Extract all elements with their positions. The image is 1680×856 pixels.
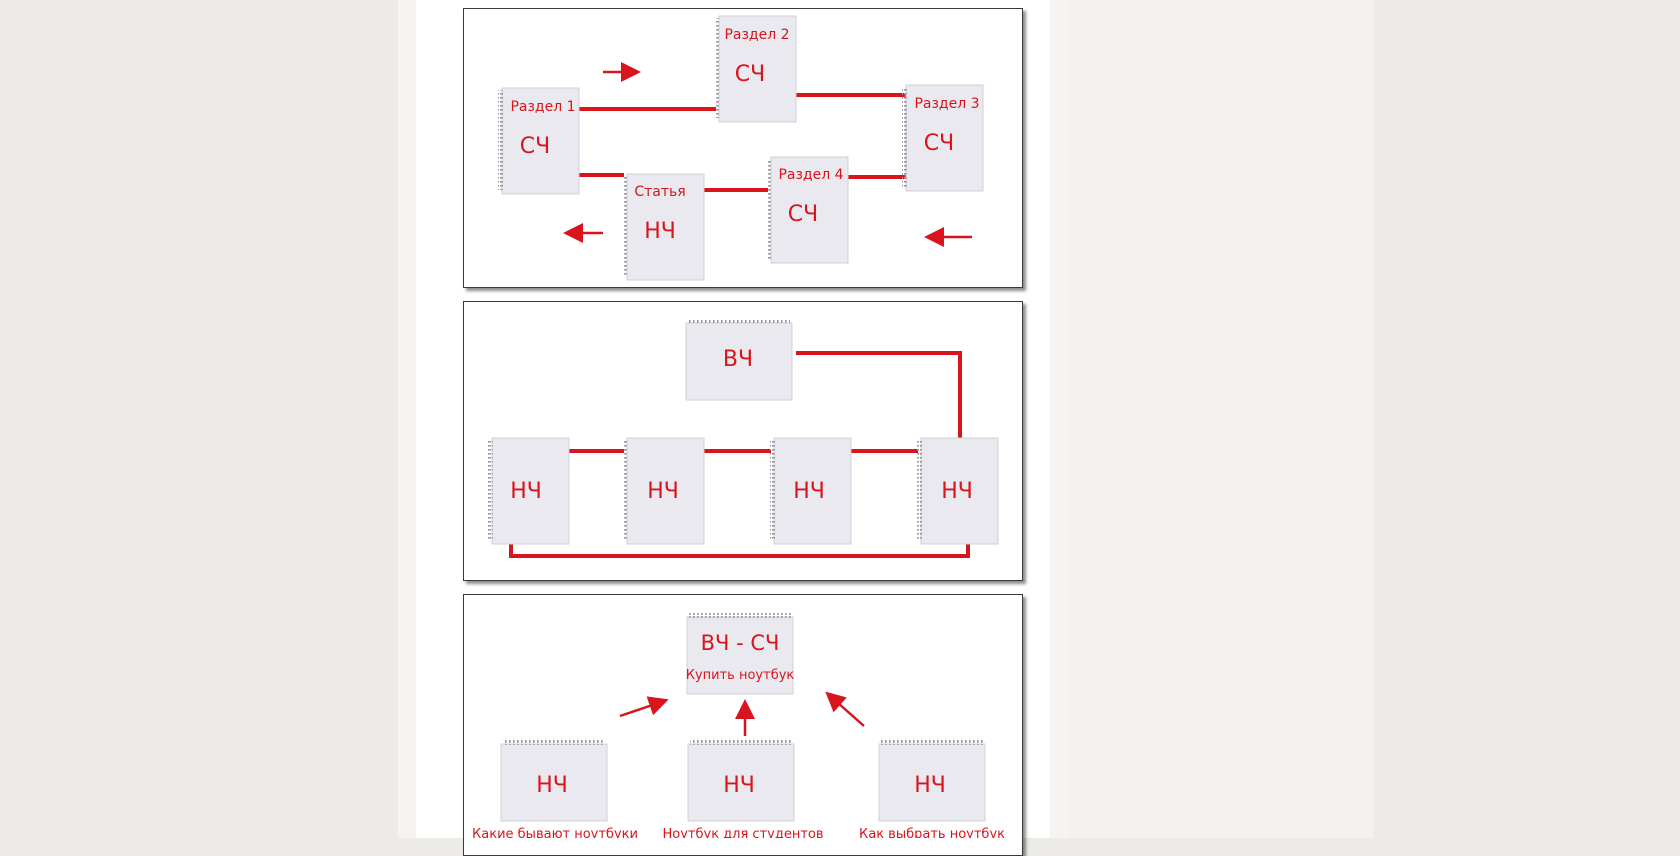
notebook-support-1-label: НЧ — [536, 773, 568, 798]
notebook-high-freq-label: ВЧ — [723, 347, 753, 372]
notebook-section-3: Раздел 3 СЧ — [902, 84, 984, 192]
notebook-section-3-label: СЧ — [924, 131, 954, 156]
notebook-support-3: НЧ Как выбрать ноутбук — [859, 740, 1005, 838]
notebook-section-4: Раздел 4 СЧ — [767, 156, 849, 264]
notebook-support-3-label: НЧ — [914, 773, 946, 798]
notebook-low-freq-3: НЧ — [770, 437, 852, 545]
notebook-article-title: Статья — [634, 184, 685, 200]
notebook-low-freq-4: НЧ — [917, 437, 999, 545]
diagram-1-arrows — [563, 62, 972, 247]
diagram-3-arrows — [619, 691, 865, 736]
notebook-section-2-title: Раздел 2 — [724, 27, 789, 43]
diagram-2-links — [509, 351, 970, 558]
notebook-article-label: НЧ — [644, 219, 676, 244]
notebook-support-3-caption: Как выбрать ноутбук — [859, 827, 1005, 838]
notebook-high-freq: ВЧ — [685, 319, 793, 401]
right-sidebar-column — [1068, 0, 1374, 838]
notebook-support-1-caption: Какие бывают ноутбуки — [472, 827, 638, 838]
notebook-support-2-caption: Ноутбук для студентов — [662, 827, 823, 838]
notebook-low-freq-4-label: НЧ — [941, 479, 973, 504]
notebook-section-1-label: СЧ — [520, 134, 550, 159]
notebook-target: ВЧ - СЧ Купить ноутбук — [686, 613, 795, 695]
notebook-low-freq-1-label: НЧ — [510, 479, 542, 504]
notebook-low-freq-3-label: НЧ — [793, 479, 825, 504]
notebook-low-freq-1: НЧ — [488, 437, 570, 545]
notebook-article: Статья НЧ — [623, 173, 705, 281]
notebook-target-caption: Купить ноутбук — [686, 668, 795, 683]
notebook-support-2-label: НЧ — [723, 773, 755, 798]
notebook-section-1: Раздел 1 СЧ — [498, 87, 580, 195]
notebook-section-4-title: Раздел 4 — [778, 167, 843, 183]
notebook-section-2-label: СЧ — [735, 62, 765, 87]
diagram-1-links — [579, 93, 906, 192]
notebook-section-1-title: Раздел 1 — [510, 99, 575, 115]
notebook-support-2: НЧ Ноутбук для студентов — [662, 740, 824, 838]
notebook-section-3-title: Раздел 3 — [914, 96, 979, 112]
page-background-right — [1374, 0, 1680, 838]
notebook-section-4-label: СЧ — [788, 202, 818, 227]
diagram-overlay: Раздел 1 СЧ Раздел 2 СЧ Раздел 3 СЧ Разд… — [472, 15, 1005, 838]
notebook-support-1: НЧ Какие бывают ноутбуки — [472, 740, 638, 838]
page-background-left — [0, 0, 398, 838]
notebook-low-freq-2: НЧ — [623, 437, 705, 545]
notebook-section-2: Раздел 2 СЧ — [715, 15, 797, 123]
notebook-target-label: ВЧ - СЧ — [701, 631, 780, 655]
notebook-low-freq-2-label: НЧ — [647, 479, 679, 504]
